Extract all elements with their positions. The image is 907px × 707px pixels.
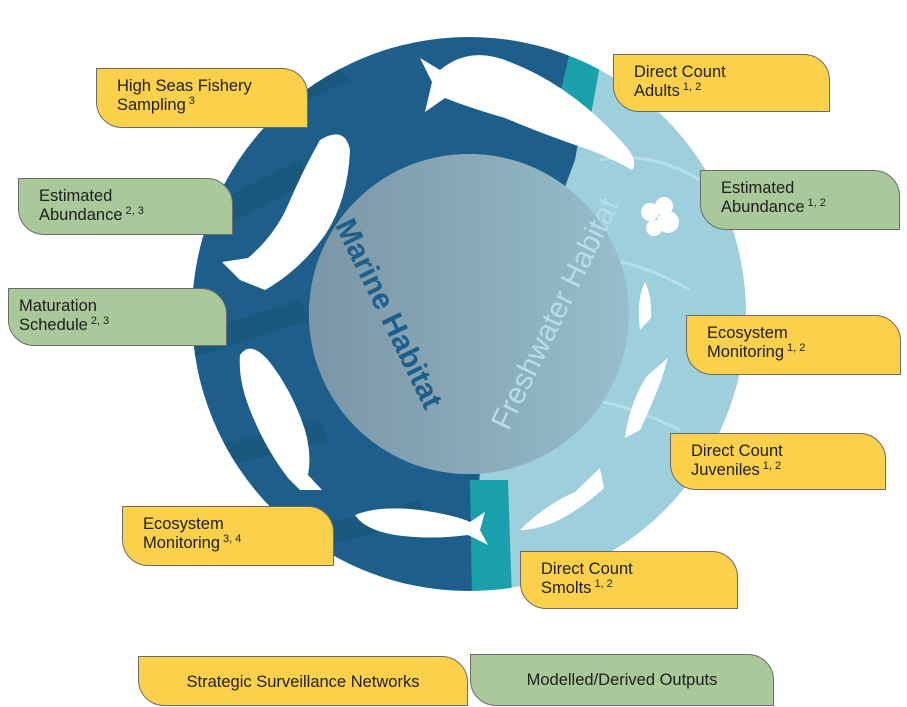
box-line: Juveniles <box>691 461 760 479</box>
box-line: Sampling <box>117 96 186 114</box>
box-line: Abundance <box>39 206 123 224</box>
box-line: Ecosystem <box>143 515 224 533</box>
box-line: Maturation <box>19 297 97 315</box>
adult-salmon-icon <box>420 55 635 170</box>
boundary-band-bottom <box>470 480 512 591</box>
box-line: Estimated <box>39 187 113 205</box>
reference-superscript: 3, 4 <box>223 533 242 545</box>
reference-superscript: 1, 2 <box>594 578 613 590</box>
reference-superscript: 2, 3 <box>90 315 110 327</box>
reference-superscript: 2, 3 <box>125 205 144 217</box>
box-line: Direct Count <box>691 442 783 460</box>
smolt-icon <box>520 468 604 530</box>
post-smolt-icon <box>355 508 488 545</box>
legend-strategic-surveillance-networks: Strategic Surveillance Networks <box>138 656 468 706</box>
box-line: Direct Count <box>541 560 633 578</box>
box-line: Estimated <box>721 179 795 197</box>
box-line: High Seas Fishery <box>117 77 252 95</box>
box-line: Direct Count <box>634 63 726 81</box>
box-line: Ecosystem <box>707 324 788 342</box>
maturing-salmon-icon <box>239 348 322 490</box>
box-line: Adults <box>634 82 680 100</box>
high-seas-salmon-icon <box>222 134 350 290</box>
box-line: Smolts <box>541 579 592 597</box>
inner-habitat-circle <box>309 154 629 474</box>
box-line: Monitoring <box>143 534 221 552</box>
reference-superscript: 1, 2 <box>787 342 806 354</box>
reference-superscript: 1, 2 <box>807 197 826 209</box>
eggs-icon <box>641 197 679 236</box>
box-line: Schedule <box>19 316 88 334</box>
parr-icon <box>625 358 668 438</box>
box-line: Monitoring <box>707 343 785 361</box>
reference-superscript: 3 <box>188 95 195 107</box>
reference-superscript: 1, 2 <box>682 81 702 93</box>
fish-silhouettes <box>222 55 679 545</box>
legend-modelled-derived-outputs: Modelled/Derived Outputs <box>470 654 774 706</box>
legend-label: Strategic Surveillance Networks <box>186 673 420 691</box>
reference-superscript: 1, 2 <box>762 460 782 472</box>
box-line: Abundance <box>721 198 805 216</box>
legend-label: Modelled/Derived Outputs <box>526 671 718 689</box>
fry-icon <box>638 282 652 330</box>
